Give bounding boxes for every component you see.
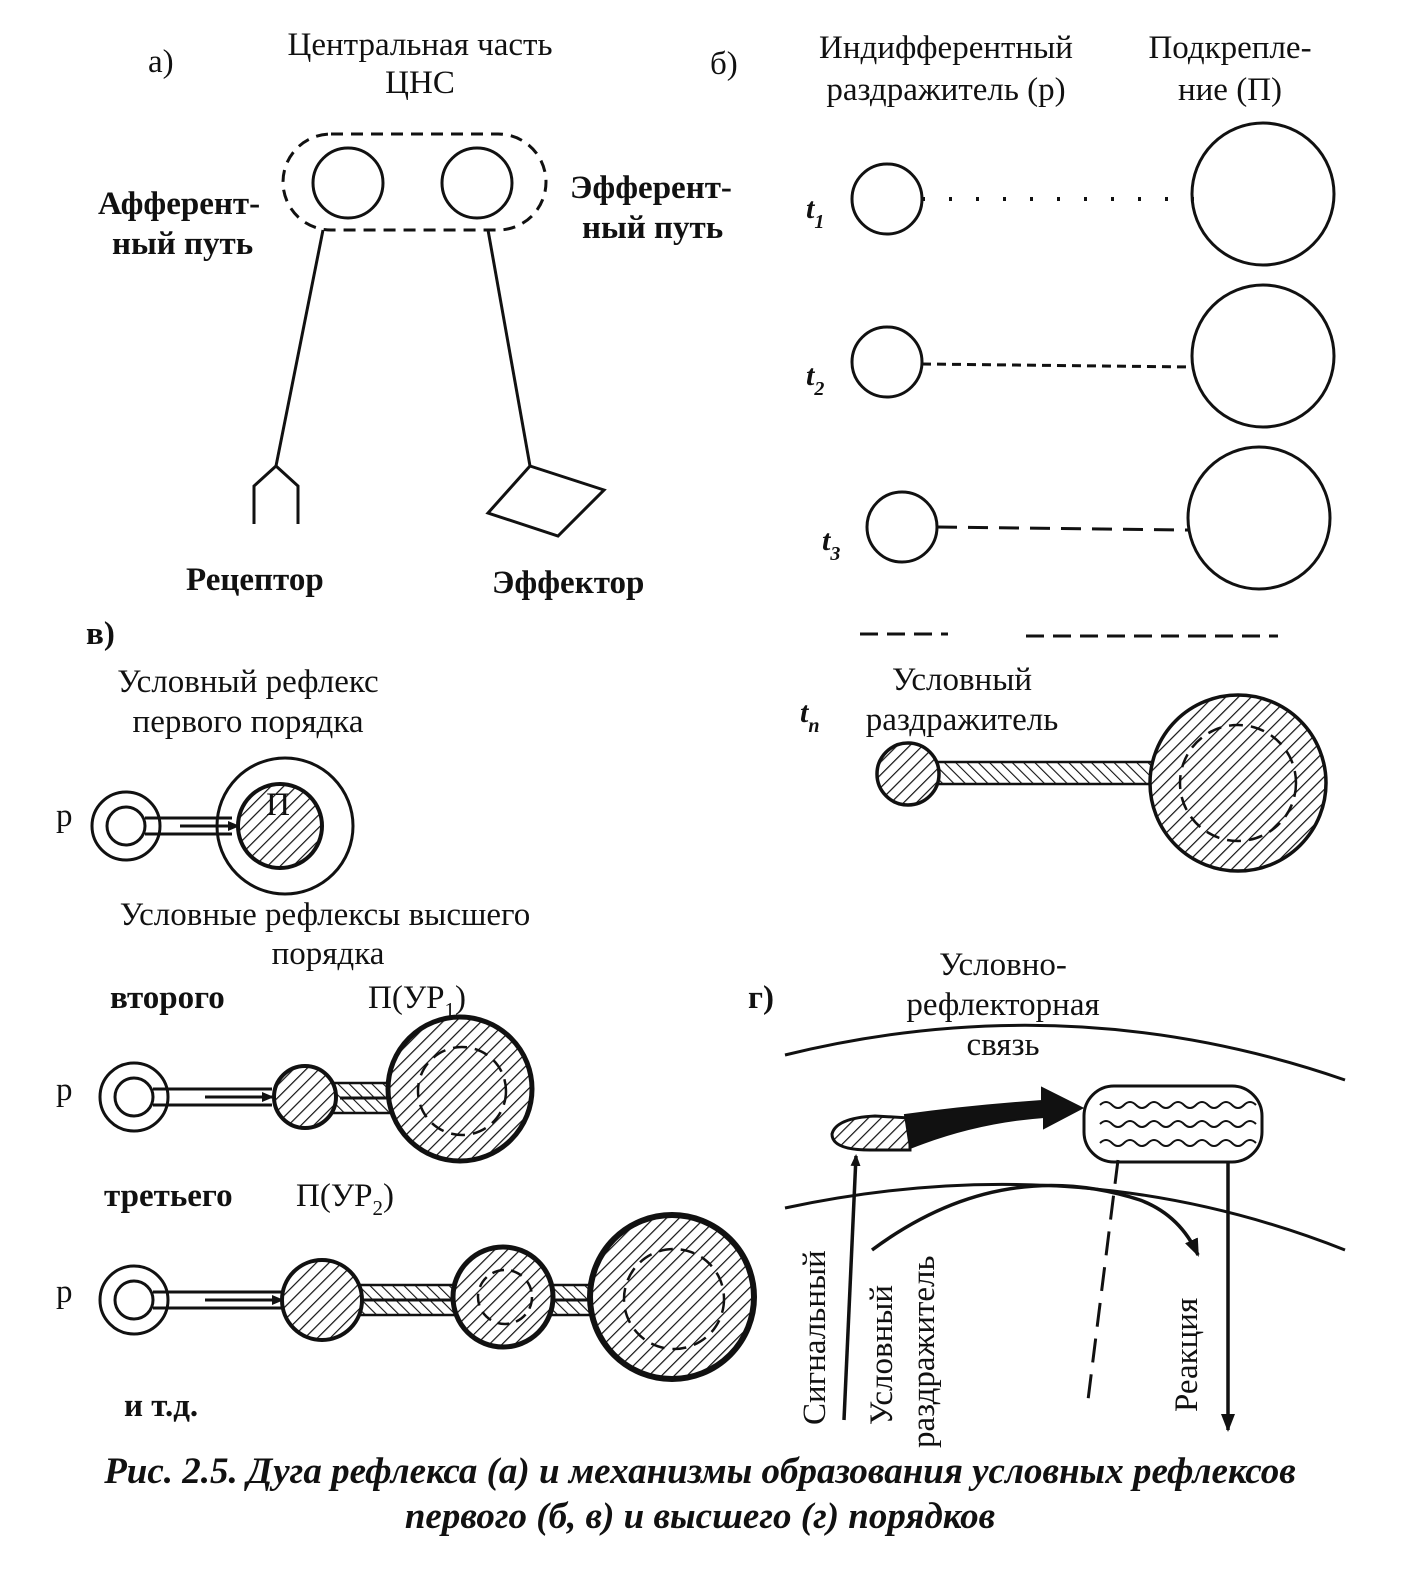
conditioned-stimulus-label-line1: Условный — [892, 662, 1032, 698]
third-order-p-outer-ring — [98, 1264, 170, 1336]
conditioned-stimulus-curved-arrow — [870, 1183, 1200, 1257]
panel-v: в) Условный рефлекс первого порядка р П … — [56, 616, 757, 1424]
conditioned-label-line2: раздражитель — [906, 1255, 942, 1448]
efferent-path-line — [486, 229, 532, 467]
focus-wave-1 — [1099, 1101, 1257, 1109]
reaction-label: Реакция — [1169, 1298, 1205, 1412]
panel-g-label: г) — [748, 980, 774, 1016]
afferent-neuron-circle — [311, 146, 385, 220]
first-order-p-circle — [105, 805, 147, 847]
dashed-divider — [1086, 1159, 1120, 1401]
signal-focus — [830, 1114, 912, 1152]
pur1-label: П(УР1) — [368, 980, 466, 1022]
efferent-neuron-circle — [440, 146, 514, 220]
focus-wave-3 — [1099, 1139, 1257, 1147]
cns-title-line1: Центральная часть — [287, 27, 552, 63]
t3-reinforcement-circle — [1186, 445, 1332, 591]
second-order-P-circle-hatched — [385, 1014, 535, 1164]
panel-v-label: в) — [86, 616, 115, 652]
third-order-label: третьего — [104, 1178, 233, 1214]
panel-b: б) Индифферентный раздражитель (р) Подкр… — [710, 30, 1336, 873]
efferent-label-line2: ный путь — [582, 210, 723, 246]
higher-order-title-line2: порядка — [272, 936, 385, 972]
second-order-p-circle — [113, 1076, 155, 1118]
afferent-label-line2: ный путь — [112, 226, 253, 262]
t2-label: t2 — [806, 359, 824, 400]
reinforcement-label-line1: Подкрепле- — [1148, 30, 1311, 66]
third-order-p-circle — [113, 1279, 155, 1321]
panel-b-label: б) — [710, 46, 738, 82]
first-order-title-line1: Условный рефлекс — [117, 664, 378, 700]
third-order-P-circle-hatched — [587, 1212, 757, 1382]
t2-reinforcement-circle — [1190, 283, 1336, 429]
effector-icon — [485, 464, 607, 538]
third-order-p-label: р — [56, 1274, 73, 1310]
afferent-label-line1: Афферент- — [98, 186, 260, 222]
signal-input-arrow — [842, 1154, 861, 1421]
third-order-mid-circle-1-hatched — [280, 1258, 364, 1342]
indifferent-label-line2: раздражитель (р) — [826, 72, 1065, 108]
first-order-P-circle-hatched — [236, 782, 324, 870]
panel-g: г) Условно- рефлекторная связь Сигнальны… — [748, 947, 1346, 1448]
cortex-outer-arc — [784, 1023, 1346, 1082]
conditioned-link-thick-arrow — [903, 1086, 1085, 1150]
panel-a: а) Центральная часть ЦНС Афферент- ный п… — [98, 27, 732, 601]
t3-link-dashed — [936, 525, 1189, 532]
t1-reinforcement-circle — [1190, 121, 1336, 267]
conditioned-label-line1: Условный — [864, 1285, 900, 1425]
t1-label: t1 — [806, 192, 824, 233]
tn-stimulus-circle-hatched — [875, 741, 941, 807]
second-order-p-label: р — [56, 1072, 73, 1108]
t2-link-dashed — [921, 362, 1194, 369]
third-order-P-inner-dashed — [622, 1247, 726, 1351]
second-order-P-inner-dashed — [416, 1045, 508, 1137]
signal-label: Сигнальный — [797, 1250, 833, 1425]
first-order-p-outer-ring — [90, 790, 162, 862]
afferent-path-line — [274, 229, 325, 467]
higher-order-title-line1: Условные рефлексы высшего — [120, 897, 531, 933]
first-order-title-line2: первого порядка — [133, 704, 364, 740]
tn-reinforcement-circle-hatched — [1148, 693, 1328, 873]
efferent-label-line1: Эфферент- — [570, 170, 732, 206]
effector-label: Эффектор — [492, 565, 644, 601]
reinforcement-label-line2: ние (П) — [1178, 72, 1282, 108]
receptor-label: Рецептор — [186, 562, 324, 598]
t3-label: t3 — [822, 524, 840, 565]
link-label-line1: Условно- — [939, 947, 1067, 983]
t2-stimulus-circle — [850, 325, 924, 399]
third-order-mid-circle-2-inner-dashed — [476, 1268, 534, 1326]
tn-reinforcement-inner-dashed — [1178, 723, 1298, 843]
first-order-p-label: р — [56, 798, 73, 834]
cns-title-line2: ЦНС — [385, 65, 455, 101]
second-order-p-outer-ring — [98, 1061, 170, 1133]
t1-stimulus-circle — [850, 162, 924, 236]
first-order-P-label: П — [266, 787, 290, 823]
cns-dashed-outline — [281, 132, 548, 232]
t3-stimulus-circle — [865, 490, 939, 564]
link-label-line2: рефлекторная — [906, 987, 1099, 1023]
second-order-mid-circle-hatched — [272, 1064, 338, 1130]
pur2-label: П(УР2) — [296, 1178, 394, 1220]
third-order-mid-circle-2-hatched — [450, 1244, 556, 1350]
cortex-inner-arc — [784, 1182, 1346, 1252]
tn-connection-bridge — [928, 760, 1172, 786]
etc-label: и т.д. — [124, 1388, 198, 1424]
indifferent-label-line1: Индифферентный — [819, 30, 1073, 66]
caption-line1: Рис. 2.5. Дуга рефлекса (а) и механизмы … — [103, 1451, 1296, 1492]
link-label-line3: связь — [966, 1027, 1039, 1063]
caption-line2: первого (б, в) и высшего (г) порядков — [405, 1496, 995, 1537]
conditioned-stimulus-label-line2: раздражитель — [866, 702, 1059, 738]
focus-wave-2 — [1099, 1120, 1257, 1128]
panel-a-label: а) — [148, 44, 174, 80]
tn-label: tn — [800, 696, 819, 737]
second-order-label: второго — [110, 980, 225, 1016]
receptor-icon — [252, 464, 300, 524]
